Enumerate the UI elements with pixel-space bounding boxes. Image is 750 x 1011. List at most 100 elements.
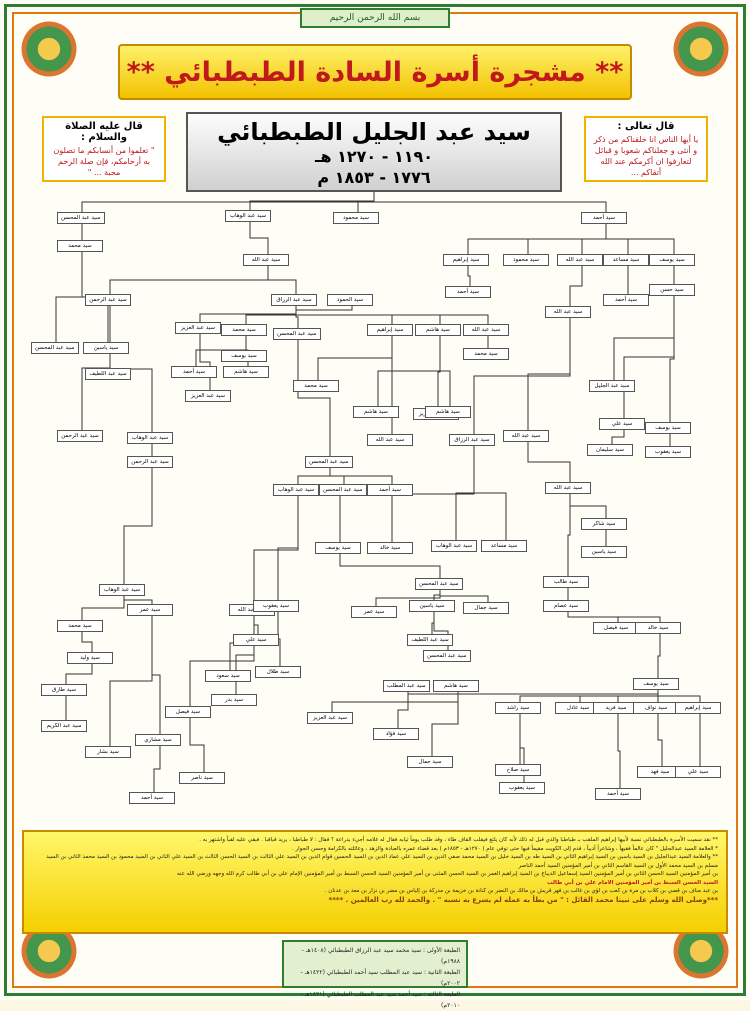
tree-node: سيد عبد المحسن [273, 328, 321, 340]
tree-node: سيد عبد العزيز [175, 322, 221, 334]
corner-ornament-icon [666, 14, 736, 84]
tree-node: سيد عبد المحسن [319, 484, 367, 496]
tree-connector [377, 336, 441, 406]
tree-node: سيد طارق [41, 684, 87, 696]
tree-node: سيد راشد [495, 702, 541, 714]
tree-node: سيد ياسين [83, 342, 129, 354]
tree-connector [81, 192, 375, 212]
tree-connector [527, 318, 571, 430]
tree-node: سيد عبد الوهاب [273, 484, 319, 496]
tree-node: سيد سليمان [587, 444, 633, 456]
tree-node: سيد عبد المطلب [383, 680, 430, 692]
founder-name: سيد عبد الجليل الطبطبائي [217, 118, 531, 146]
outer-border [4, 4, 746, 996]
tree-node: سيد عبد المحسن [305, 456, 353, 468]
tree-node: سيد محمود [503, 254, 549, 266]
tree-connector [669, 296, 675, 422]
tree-node: سيد عبد الله [243, 254, 289, 266]
tree-node: سيد عبد المحسن [423, 650, 471, 662]
tree-node: سيد عبد المحسن [415, 578, 463, 590]
tree-node: سيد عبد الله [367, 434, 413, 446]
tree-connector [195, 334, 201, 366]
tree-connector [235, 616, 255, 694]
tree-node: سيد نواف [633, 702, 679, 714]
tree-connector [109, 616, 153, 746]
tree-connector [473, 446, 507, 540]
tree-node: سيد عبد الله [557, 254, 603, 266]
tree-node: سيد عبد الرحمن [57, 430, 103, 442]
tree-node: سيد الحمود [327, 294, 373, 306]
tree-connector [329, 468, 393, 484]
lineage-line-3: ** والعلامة السيد عبدالجليل بن السيد ياس… [46, 854, 718, 869]
tree-node: سيد عبد الله [503, 430, 549, 442]
tree-node: سيد خالد [367, 542, 413, 554]
editions-box: الطبعة الأولى : سيد محمد سيد عبد الرزاق … [282, 940, 468, 1009]
tree-node: سيد يعقوب [253, 600, 299, 612]
tree-connector [657, 634, 661, 678]
tree-node: سيد وليد [67, 652, 113, 664]
tree-node: سيد يوسف [221, 350, 267, 362]
tree-node: سيد عبد الله [463, 324, 509, 336]
tree-node: سيد محمود [333, 212, 379, 224]
tree-connector [153, 746, 161, 792]
tree-node: سيد محمد [293, 380, 339, 392]
tree-connector [331, 692, 459, 712]
tree-connector [613, 296, 675, 380]
tree-connector [267, 266, 297, 294]
tree-connector [457, 680, 659, 695]
edition-1: الطبعة الأولى : سيد محمد سيد عبد الرزاق … [301, 947, 460, 965]
tree-connector [567, 494, 571, 576]
tree-connector [199, 334, 211, 390]
tree-node: سيد عبد العزيز [307, 712, 353, 724]
tree-connector [357, 192, 375, 212]
tree-connector [397, 692, 409, 728]
tree-connector [339, 554, 441, 578]
tree-node: سيد عبد الوهاب [225, 210, 271, 222]
tree-node: سيد عبد الرزاق [449, 434, 495, 446]
tree-connector [123, 468, 153, 584]
tree-node: سيد عبد الله [545, 482, 591, 494]
tree-connector [605, 224, 675, 254]
tree-connector [297, 340, 331, 456]
lineage-highlight: السيد الحسن السبط بن أمير المؤمنين الاما… [547, 879, 718, 886]
tree-node: سيد عبد الرزاق [271, 294, 317, 306]
tree-connector [81, 632, 93, 652]
tree-node: سيد علي [233, 634, 279, 646]
tree-connector [657, 690, 701, 702]
tree-connector [277, 612, 281, 666]
tree-connector [295, 306, 489, 324]
lineage-line-1: ** نقد سميت الأسرة بالطبطبائي نسبة لأبيه… [199, 837, 718, 843]
tree-connector [253, 496, 299, 604]
tree-node: سيد أحمد [171, 366, 217, 378]
tree-connector [439, 590, 489, 602]
edition-3: الطبعة الثالثة : سيد أحمد سيد عبد المطلب… [300, 991, 460, 1009]
tree-node: سيد هاشم [353, 406, 399, 418]
tree-connector [189, 718, 205, 772]
tree-connector [189, 616, 255, 706]
tree-node: سيد عبد الرحمن [85, 294, 131, 306]
tree-node: سيد هاشم [415, 324, 461, 336]
tree-connector [65, 664, 93, 684]
tree-connector [567, 612, 661, 622]
corner-ornament-icon [14, 14, 84, 84]
tree-connector [55, 252, 83, 342]
hadith-text: " تعلموا من أنسابكم ما تصلون به أرحامكم،… [53, 146, 155, 177]
tree-node: سيد فيصل [593, 622, 639, 634]
tree-node: سيد علي [675, 766, 721, 778]
tree-connector [467, 266, 471, 286]
tree-node: سيد عبد الجليل [589, 380, 635, 392]
tree-node: سيد محمد [463, 348, 509, 360]
tree-node: سيد سعود [205, 670, 251, 682]
lineage-line-5: بن عبد مناف بن قصي بن كلاب بن مرة بن كعب… [324, 888, 718, 894]
tree-connector [617, 714, 621, 788]
tree-node: سيد بدر [211, 694, 257, 706]
tree-connector [253, 616, 259, 634]
tree-node: سيد عبد الوهاب [99, 584, 145, 596]
lineage-text-box: ** نقد سميت الأسرة بالطبطبائي نسبة لأبيه… [22, 830, 728, 934]
verse-box: قال تعالى : يا أيها الناس انا خلقناكم من… [584, 116, 708, 182]
tree-node: سيد عبد الكريم [41, 720, 87, 732]
tree-connector [199, 306, 297, 322]
tree-node: سيد مشاري [135, 734, 181, 746]
edition-2: الطبعة الثانية : سيد عبد المطلب سيد أحمد… [300, 969, 460, 987]
